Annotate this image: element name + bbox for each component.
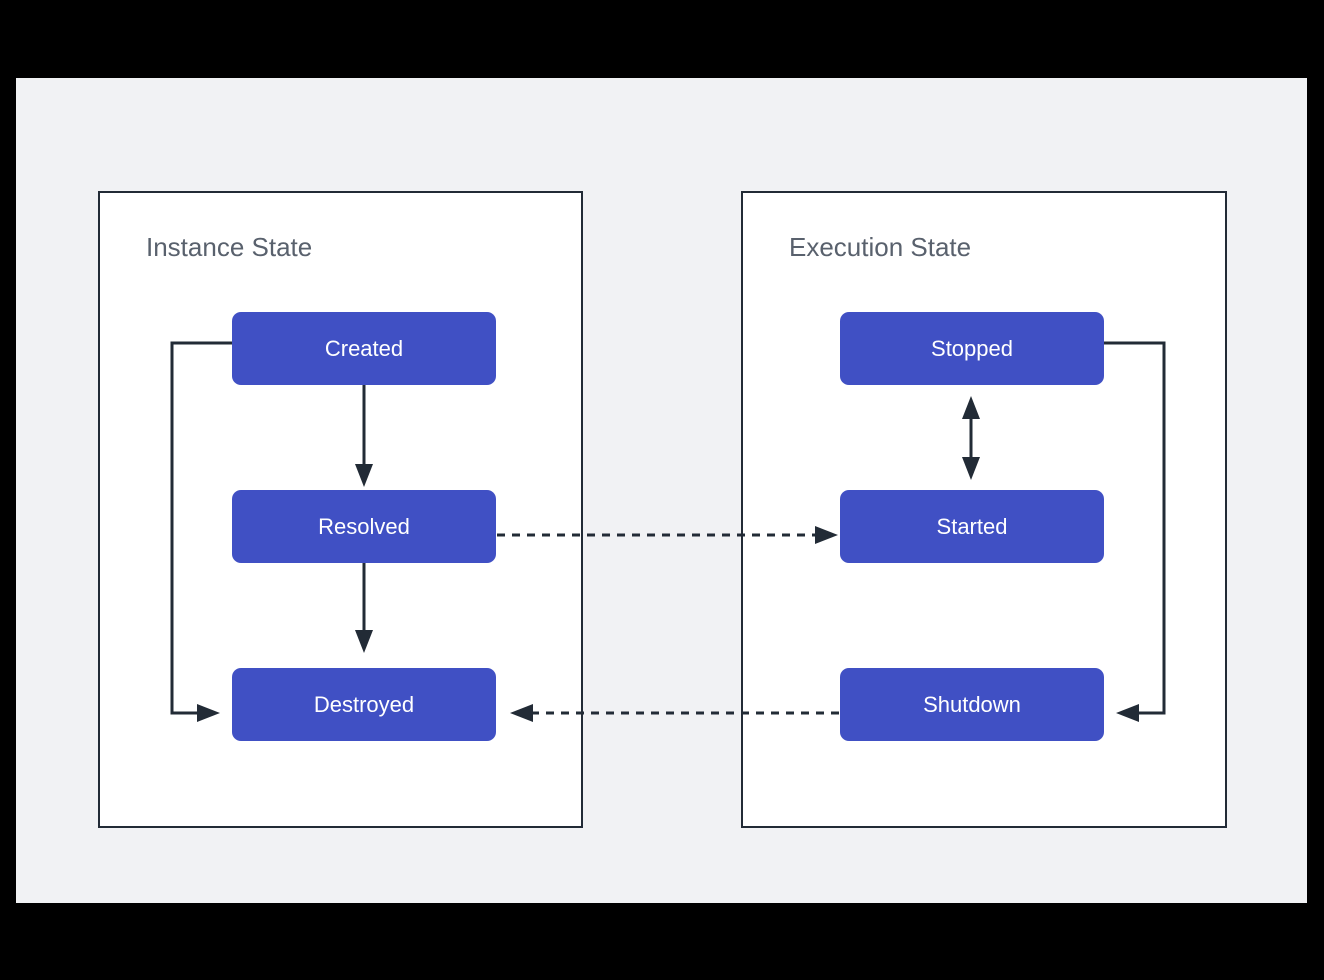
node-resolved-box[interactable]	[232, 490, 496, 563]
node-started-box[interactable]	[840, 490, 1104, 563]
edge-created-to-resolved	[355, 385, 373, 487]
node-destroyed-label: Destroyed	[314, 692, 414, 717]
panel-instance-state-title: Instance State	[146, 232, 312, 262]
arrow-head-icon	[355, 464, 373, 487]
node-shutdown-box[interactable]	[840, 668, 1104, 741]
node-created-label: Created	[325, 336, 403, 361]
panel-execution-state-title: Execution State	[789, 232, 971, 262]
node-shutdown-label: Shutdown	[923, 692, 1021, 717]
node-stopped-box[interactable]	[840, 312, 1104, 385]
edge-shutdown-to-destroyed	[510, 704, 839, 722]
node-destroyed-box[interactable]	[232, 668, 496, 741]
node-started-label: Started	[937, 514, 1008, 539]
edge-resolved-to-destroyed	[355, 563, 373, 653]
arrow-head-icon	[815, 526, 838, 544]
node-shutdown[interactable]: Shutdown	[840, 668, 1104, 741]
node-started[interactable]: Started	[840, 490, 1104, 563]
edge-created-to-destroyed	[170, 341, 232, 722]
node-created-box[interactable]	[232, 312, 496, 385]
arrow-head-icon	[510, 704, 533, 722]
node-stopped[interactable]: Stopped	[840, 312, 1104, 385]
edge-resolved-to-started	[497, 526, 838, 544]
node-destroyed[interactable]: Destroyed	[232, 668, 496, 741]
arrow-head-icon	[355, 630, 373, 653]
arrow-head-icon	[962, 396, 980, 419]
edge-stopped-started-bidirectional	[962, 396, 980, 480]
node-created[interactable]: Created	[232, 312, 496, 385]
arrow-head-icon	[197, 704, 220, 722]
arrow-head-icon	[962, 457, 980, 480]
arrow-head-icon	[1116, 704, 1139, 722]
edge-stopped-to-shutdown	[1104, 341, 1166, 722]
node-resolved[interactable]: Resolved	[232, 490, 496, 563]
node-resolved-label: Resolved	[318, 514, 410, 539]
node-stopped-label: Stopped	[931, 336, 1013, 361]
